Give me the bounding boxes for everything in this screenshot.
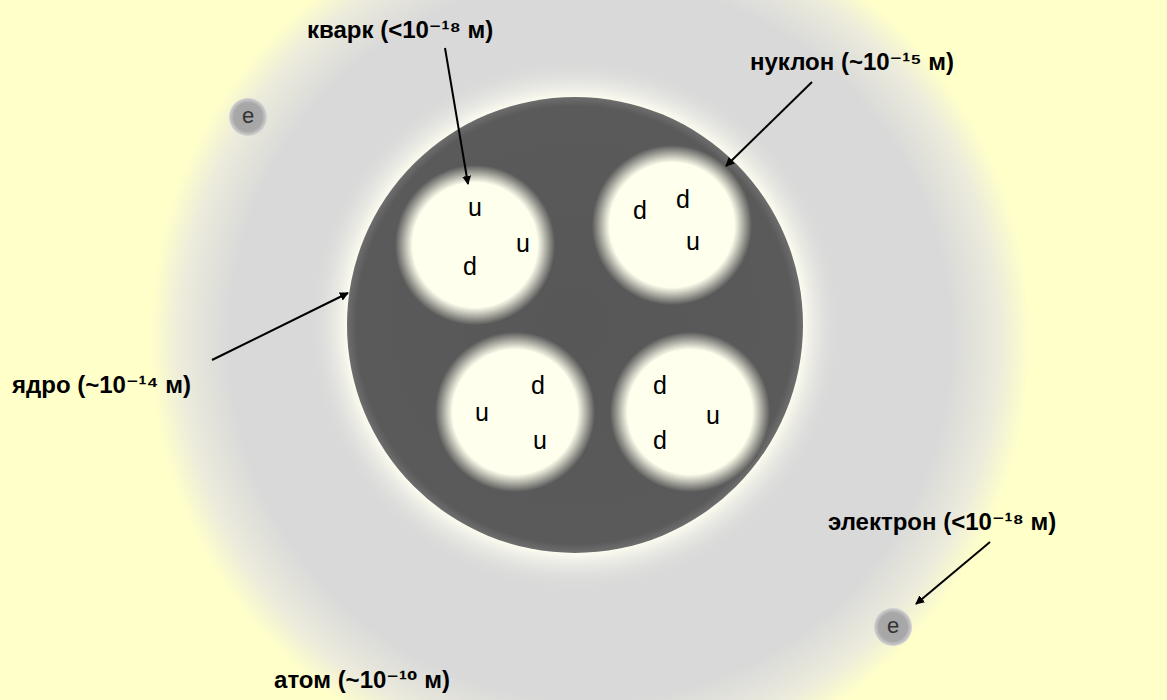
electron-circle: e	[229, 98, 267, 136]
nucleon-circle: duu	[435, 332, 595, 492]
quark-letter: u	[516, 229, 530, 258]
nucleon-circle	[592, 145, 752, 305]
electron-circle	[874, 608, 912, 646]
callout-label: электрон (<10⁻¹⁸ м)	[828, 508, 1056, 536]
nucleon-circle-shape	[435, 332, 595, 492]
electron-symbol: e	[242, 103, 254, 129]
leader-line	[726, 82, 812, 166]
nucleon-circle	[435, 332, 595, 492]
leader-line	[445, 48, 468, 184]
quark-letter: u	[533, 426, 547, 455]
nucleus-circle-shape	[347, 97, 803, 553]
quark-letter: d	[653, 371, 667, 400]
leader-line	[916, 542, 990, 604]
quark-letter: d	[653, 426, 667, 455]
quark-letter: d	[676, 185, 690, 214]
atom-cloud: атом (~10⁻¹⁰ м)euuddduduudude	[150, 0, 1030, 700]
quark-letter: d	[531, 371, 545, 400]
size-label: атом (~10⁻¹⁰ м)	[274, 666, 450, 694]
electron-circle: e	[874, 608, 912, 646]
callout-label: ядро (~10⁻¹⁴ м)	[12, 371, 191, 399]
nucleus-circle	[347, 97, 803, 553]
nucleon-circle	[610, 332, 770, 492]
quark-letter: d	[463, 252, 477, 281]
nucleon-circle: u u d	[395, 165, 555, 325]
nucleus-halo	[309, 59, 841, 591]
nucleus-circle: uuddduduudud	[347, 97, 803, 553]
quark-letter: d	[633, 196, 647, 225]
nucleon-circle: d u d	[610, 332, 770, 492]
nucleon-circle-shape	[395, 165, 555, 325]
quark-letter: u	[475, 398, 489, 427]
leader-line	[212, 293, 348, 360]
quark-letter: u	[468, 193, 482, 222]
callout-label: кварк (<10⁻¹⁸ м)	[307, 16, 493, 44]
quark-letter: u	[686, 227, 700, 256]
atom-cloud	[150, 0, 1030, 700]
nucleon-circle-shape	[610, 332, 770, 492]
nucleon-circle: ddu	[592, 145, 752, 305]
nucleon-circle	[395, 165, 555, 325]
electron-circle	[229, 98, 267, 136]
quark-letter: u	[706, 401, 720, 430]
callout-label: нуклон (~10⁻¹⁵ м)	[750, 48, 954, 76]
nucleon-circle-shape	[592, 145, 752, 305]
electron-symbol: e	[887, 613, 899, 639]
